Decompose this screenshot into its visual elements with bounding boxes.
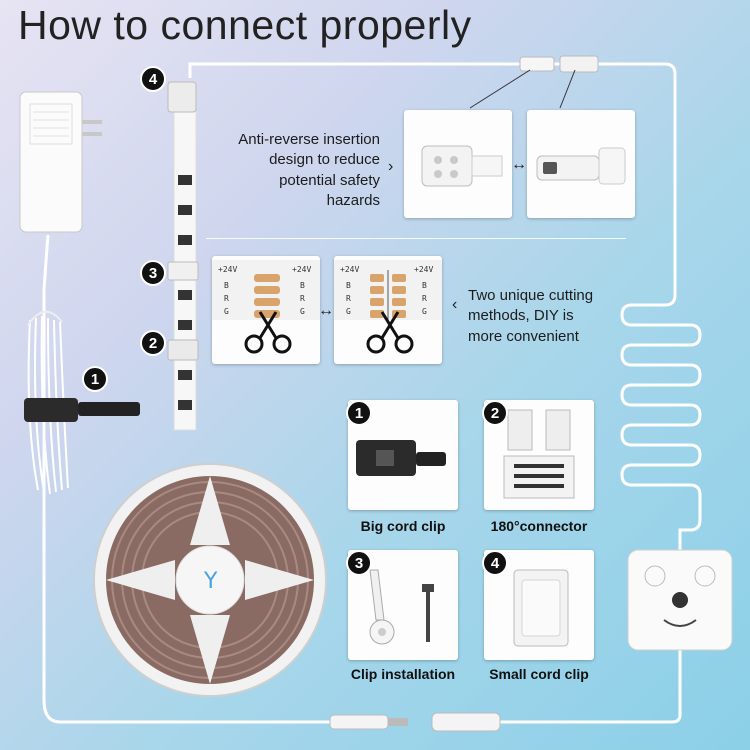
- output-wire: [500, 650, 682, 724]
- connector-180-image: [503, 409, 575, 499]
- clip-installation-image: [369, 569, 434, 645]
- anti-reverse-line-1: Anti-reverse insertion: [238, 131, 380, 148]
- section-divider: [206, 238, 626, 239]
- cutting-line-1: Two unique cutting: [468, 287, 594, 304]
- cutting-note: Two unique cutting methods, DIY is more …: [468, 286, 618, 347]
- scissors-icon-2: [366, 311, 414, 354]
- male-connector-panel: [404, 110, 512, 218]
- pad-label-b-left-2: B: [346, 281, 351, 290]
- male-connector-image: [421, 145, 503, 187]
- pad-label-g-left-2: G: [346, 307, 351, 316]
- led-reel: Y: [93, 463, 327, 697]
- step-badge-3: 3: [140, 260, 166, 286]
- pad-label-g-right-2: G: [422, 307, 427, 316]
- anti-reverse-line-4: hazards: [326, 191, 380, 209]
- accessory-badge-4: 4: [482, 550, 508, 576]
- caption-clip-installation: Clip installation: [350, 666, 456, 682]
- power-adapter: [19, 91, 102, 233]
- pad-label-24v-left: +24V: [218, 265, 237, 274]
- big-cord-clip-image: [356, 440, 446, 476]
- double-arrow-icon-2: ↔: [318, 302, 334, 319]
- cutting-line-3: more convenient: [468, 327, 579, 345]
- pad-label-24v-right: +24V: [292, 265, 311, 274]
- control-wire: [188, 62, 702, 550]
- pad-label-r-left-2: R: [346, 294, 351, 303]
- top-plug-male: [519, 56, 555, 72]
- double-arrow-icon: ↔: [511, 156, 527, 173]
- cutting-line-2: methods, DIY is: [468, 307, 574, 325]
- caption-180-connector: 180°connector: [490, 518, 588, 534]
- chevron-left-icon: ‹: [452, 296, 458, 313]
- strip-pads-image-2: +24V B R G +24V B R G: [334, 260, 442, 354]
- accessory-badge-2: 2: [482, 400, 508, 426]
- pad-label-r-left: R: [224, 294, 229, 303]
- controller-box: [627, 549, 733, 651]
- chevron-right-icon: ›: [388, 158, 394, 175]
- power-cord: [42, 234, 330, 724]
- cut-method-panel-2: +24V B R G +24V B R G: [334, 256, 442, 364]
- cut-method-panel-1: +24V B R G +24V B R G: [212, 256, 320, 364]
- female-connector-image: [536, 147, 626, 185]
- anti-reverse-line-2: design to reduce: [269, 151, 380, 169]
- led-strip-vertical: [167, 81, 199, 431]
- pad-label-g-left: G: [224, 307, 229, 316]
- pad-label-b-right-2: B: [422, 281, 427, 290]
- scissors-icon: [244, 311, 292, 354]
- pad-label-b-left: B: [224, 281, 229, 290]
- dc-connectors: [329, 712, 501, 732]
- accessory-badge-3: 3: [346, 550, 372, 576]
- pad-label-r-right: R: [300, 294, 305, 303]
- accessory-badge-1: 1: [346, 400, 372, 426]
- anti-reverse-note: Anti-reverse insertion design to reduce …: [196, 130, 380, 211]
- step-badge-1: 1: [82, 366, 108, 392]
- svg-text:Y: Y: [203, 569, 218, 594]
- step-badge-4: 4: [140, 66, 166, 92]
- caption-small-cord-clip: Small cord clip: [489, 666, 589, 682]
- strip-pads-image-1: +24V B R G +24V B R G: [212, 260, 320, 354]
- page-title: How to connect properly: [18, 2, 472, 48]
- anti-reverse-line-3: potential safety: [279, 171, 380, 189]
- pad-label-b-right: B: [300, 281, 305, 290]
- pad-label-24v-left-2: +24V: [340, 265, 359, 274]
- small-cord-clip-image: [513, 569, 569, 647]
- step-badge-2: 2: [140, 330, 166, 356]
- pad-label-g-right: G: [300, 307, 305, 316]
- bundle-cord-clip: [24, 398, 140, 422]
- caption-big-cord-clip: Big cord clip: [360, 518, 446, 534]
- top-plug-female: [559, 55, 599, 73]
- pad-label-r-right-2: R: [422, 294, 427, 303]
- pad-label-24v-right-2: +24V: [414, 265, 433, 274]
- female-connector-panel: [527, 110, 635, 218]
- accessory-panel-180-connector: [484, 400, 594, 510]
